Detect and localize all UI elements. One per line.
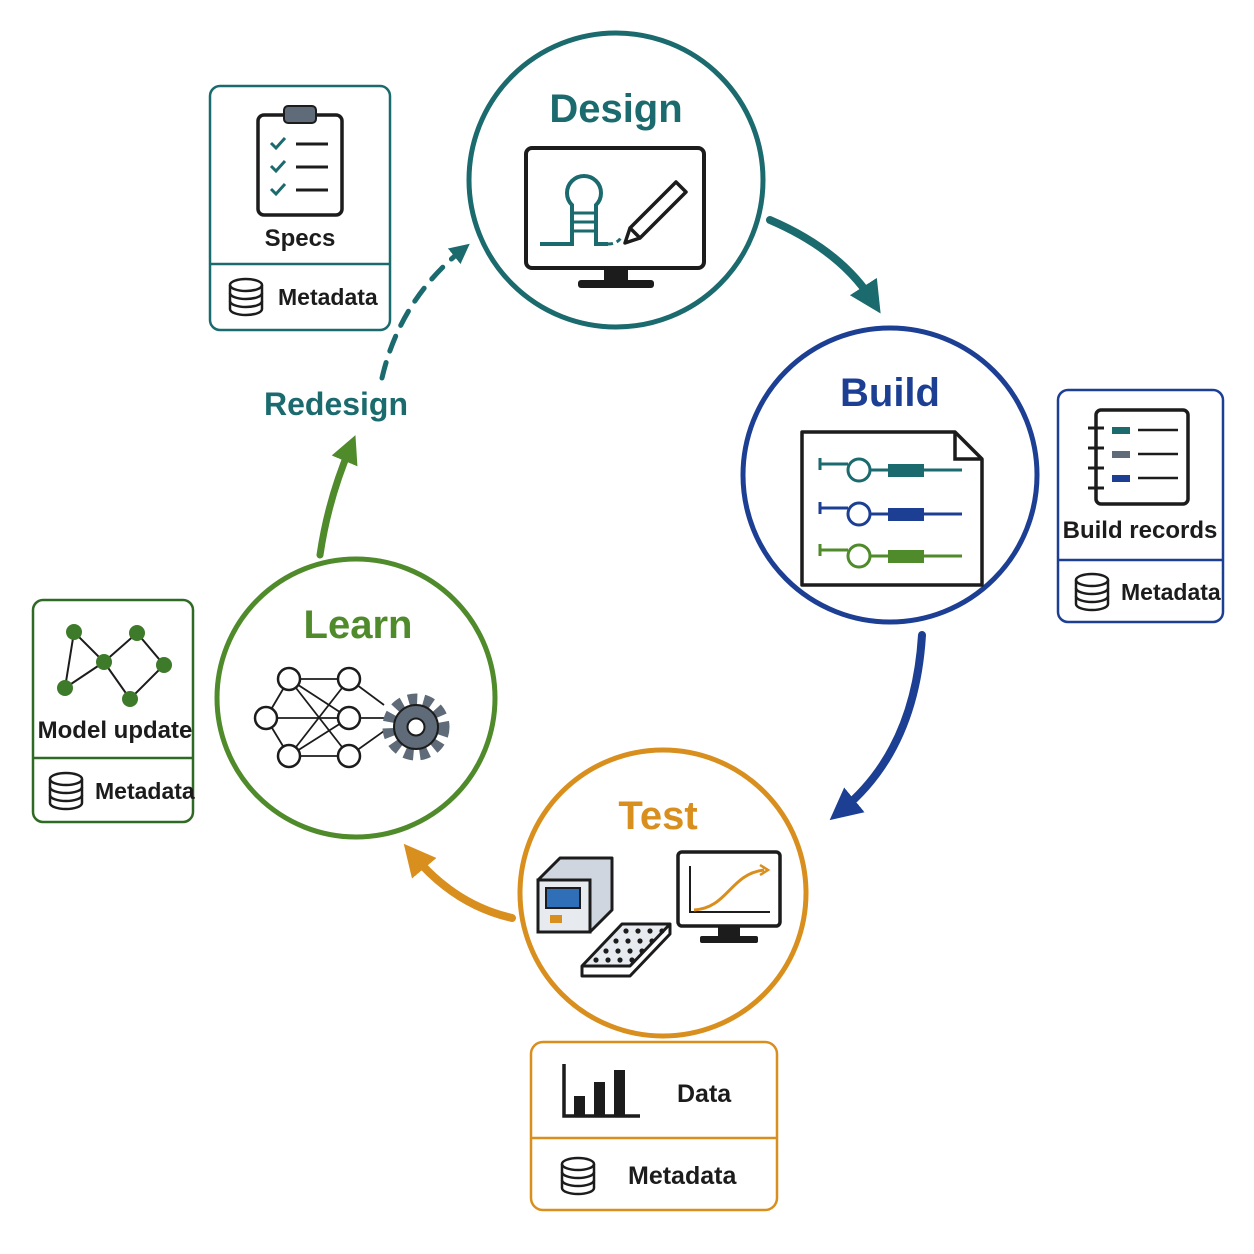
model-update-metadata-label: Metadata	[95, 778, 195, 804]
specs-metadata-label: Metadata	[278, 284, 378, 310]
stage-build: Build	[740, 325, 1040, 625]
well-plate-icon	[580, 922, 672, 978]
redesign-label: Redesign	[264, 386, 408, 422]
card-data: Data Metadata	[529, 1040, 779, 1212]
arrow-redesign-to-design	[379, 243, 470, 381]
growth-curve-monitor-icon	[676, 850, 782, 943]
card-build-records: Build records Metadata	[1056, 388, 1225, 624]
records-notebook-icon	[1088, 408, 1190, 506]
build-records-title: Build records	[1063, 517, 1218, 544]
arrow-build-to-test	[829, 631, 926, 821]
monitor-design-icon	[524, 146, 706, 288]
bar-chart-icon	[562, 1064, 640, 1118]
gear-icon	[382, 693, 450, 761]
construct-document-icon	[800, 430, 984, 587]
stage-test: Test	[517, 747, 809, 1039]
graph-network-icon	[57, 624, 172, 707]
stage-build-title: Build	[840, 371, 940, 415]
specs-title: Specs	[265, 225, 336, 252]
stage-learn: Learn	[214, 556, 498, 840]
lab-instruments-icon	[536, 850, 782, 978]
build-records-metadata-label: Metadata	[1121, 579, 1221, 605]
checklist-clipboard-icon	[256, 105, 344, 217]
stage-design-title: Design	[549, 87, 682, 131]
stage-design: Design	[466, 30, 766, 330]
arrow-learn-to-redesign	[316, 435, 358, 559]
neural-network-gear-icon	[253, 666, 450, 769]
data-title: Data	[677, 1080, 732, 1108]
card-specs: Specs Metadata	[208, 84, 392, 332]
model-update-title: Model update	[38, 717, 193, 744]
stage-learn-title: Learn	[304, 603, 413, 647]
card-model-update: Model update Metadata	[31, 598, 195, 824]
plate-reader-icon	[536, 856, 614, 934]
stage-test-title: Test	[618, 794, 697, 838]
arrow-design-to-build	[766, 216, 881, 314]
arrow-test-to-learn	[403, 843, 516, 922]
data-metadata-label: Metadata	[628, 1162, 737, 1190]
